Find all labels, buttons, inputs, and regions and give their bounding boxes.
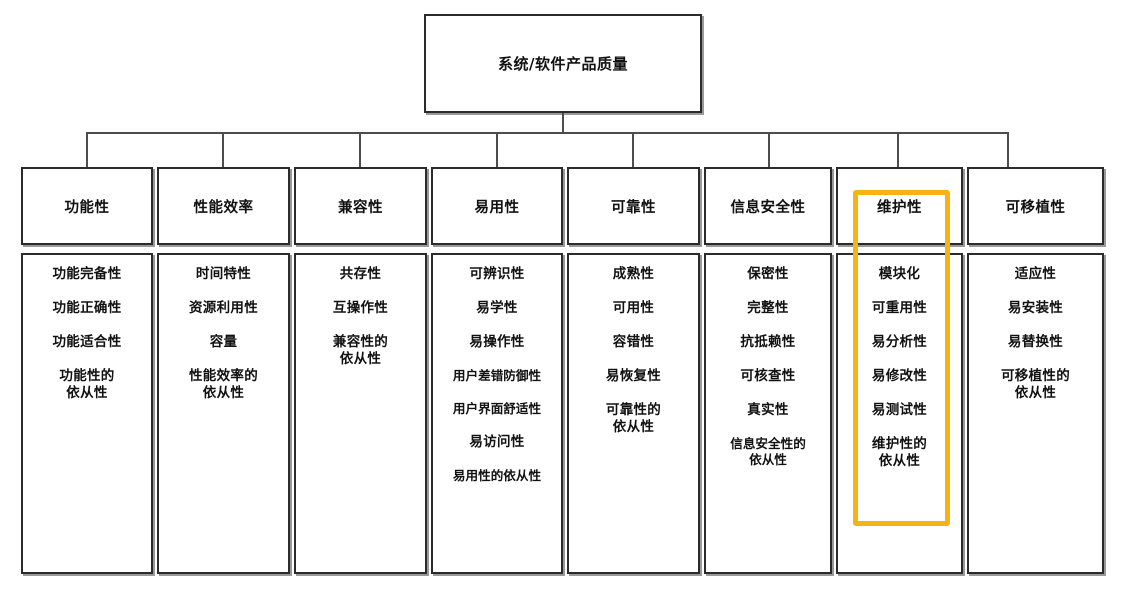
connector-drop-2	[222, 132, 224, 168]
sub-item[interactable]: 适应性	[1014, 266, 1057, 282]
sub-item[interactable]: 易学性	[476, 300, 518, 316]
category-label-2: 性能效率	[193, 199, 254, 216]
sub-item[interactable]: 可用性	[612, 300, 655, 316]
sub-item[interactable]: 易分析性	[871, 334, 928, 350]
category-label-1: 功能性	[64, 199, 110, 216]
sub-item[interactable]: 易恢复性	[605, 368, 662, 384]
sub-item[interactable]: 性能效率的 依从性	[189, 368, 258, 401]
connector-drop-1	[86, 132, 88, 168]
connector-drop-8	[1007, 132, 1009, 168]
sub-item[interactable]: 功能适合性	[52, 334, 122, 350]
category-label-8: 可移植性	[1005, 199, 1066, 216]
category-box-2[interactable]: 性能效率	[157, 167, 290, 245]
category-box-5[interactable]: 可靠性	[567, 167, 700, 245]
sub-item[interactable]: 容错性	[612, 334, 655, 350]
category-box-3[interactable]: 兼容性	[294, 167, 427, 245]
sub-item[interactable]: 功能性的 依从性	[59, 368, 115, 401]
category-box-4[interactable]: 易用性	[431, 167, 563, 245]
sub-item[interactable]: 易修改性	[871, 368, 928, 384]
connector-drop-5	[632, 132, 634, 168]
subcharacteristics-box-6: 保密性 完整性 抗抵赖性 可核查性 真实性 信息安全性的 依从性	[704, 253, 832, 574]
sub-item[interactable]: 真实性	[747, 402, 789, 418]
category-label-5: 可靠性	[611, 199, 656, 216]
sub-item[interactable]: 用户差错防御性	[452, 368, 542, 383]
category-box-6[interactable]: 信息安全性	[704, 167, 832, 245]
category-label-4: 易用性	[474, 199, 520, 216]
sub-item[interactable]: 共存性	[339, 266, 382, 282]
sub-item[interactable]: 可重用性	[871, 300, 928, 316]
sub-item[interactable]: 易用性的依从性	[452, 467, 542, 483]
sub-item[interactable]: 功能完备性	[52, 266, 122, 282]
sub-item[interactable]: 完整性	[747, 300, 789, 316]
subcharacteristics-box-1: 功能完备性 功能正确性 功能适合性 功能性的 依从性	[21, 253, 153, 574]
subcharacteristics-box-5: 成熟性 可用性 容错性 易恢复性 可靠性的 依从性	[567, 253, 700, 574]
connector-bus	[87, 132, 1008, 134]
sub-item[interactable]: 模块化	[878, 266, 921, 282]
sub-item[interactable]: 易操作性	[469, 334, 525, 350]
sub-item[interactable]: 时间特性	[195, 266, 252, 282]
sub-item[interactable]: 信息安全性的 依从性	[730, 436, 806, 467]
category-label-3: 兼容性	[338, 199, 383, 216]
sub-item[interactable]: 易测试性	[871, 402, 928, 418]
category-label-7: 维护性	[877, 199, 922, 216]
sub-item[interactable]: 易替换性	[1007, 334, 1064, 350]
sub-item[interactable]: 容量	[209, 334, 238, 350]
sub-item[interactable]: 可核查性	[740, 368, 796, 384]
sub-item[interactable]: 可移植性的 依从性	[1001, 368, 1070, 401]
sub-item[interactable]: 成熟性	[612, 266, 655, 282]
sub-item[interactable]: 用户界面舒适性	[452, 400, 542, 416]
sub-item[interactable]: 易安装性	[1007, 300, 1064, 316]
root-connector-stub	[562, 113, 564, 134]
sub-item[interactable]: 功能正确性	[52, 300, 122, 316]
category-box-8[interactable]: 可移植性	[967, 167, 1104, 245]
connector-drop-7	[897, 132, 899, 168]
sub-item[interactable]: 保密性	[747, 266, 789, 282]
connector-drop-3	[359, 132, 361, 168]
category-box-1[interactable]: 功能性	[21, 167, 153, 245]
connector-drop-4	[496, 132, 498, 168]
connector-drop-6	[768, 132, 770, 168]
subcharacteristics-box-4: 可辨识性 易学性 易操作性 用户差错防御性 用户界面舒适性 易访问性 易用性的依…	[431, 253, 563, 574]
sub-item[interactable]: 可靠性的 依从性	[605, 402, 662, 435]
subcharacteristics-box-7: 模块化 可重用性 易分析性 易修改性 易测试性 维护性的 依从性	[836, 253, 963, 574]
sub-item[interactable]: 抗抵赖性	[740, 334, 796, 350]
sub-item[interactable]: 易访问性	[469, 433, 525, 450]
subcharacteristics-box-3: 共存性 互操作性 兼容性的 依从性	[294, 253, 427, 574]
sub-item[interactable]: 互操作性	[332, 300, 389, 316]
subcharacteristics-box-2: 时间特性 资源利用性 容量 性能效率的 依从性	[157, 253, 290, 574]
subcharacteristics-box-8: 适应性 易安装性 易替换性 可移植性的 依从性	[967, 253, 1104, 574]
root-node-system-software-product-quality[interactable]: 系统/软件产品质量	[424, 14, 702, 113]
sub-item[interactable]: 资源利用性	[189, 300, 258, 316]
category-label-6: 信息安全性	[730, 199, 806, 216]
category-box-7[interactable]: 维护性	[836, 167, 963, 245]
sub-item[interactable]: 兼容性的 依从性	[332, 334, 389, 367]
sub-item[interactable]: 维护性的 依从性	[871, 436, 928, 469]
sub-item[interactable]: 可辨识性	[469, 266, 525, 282]
root-node-label: 系统/软件产品质量	[498, 55, 628, 73]
